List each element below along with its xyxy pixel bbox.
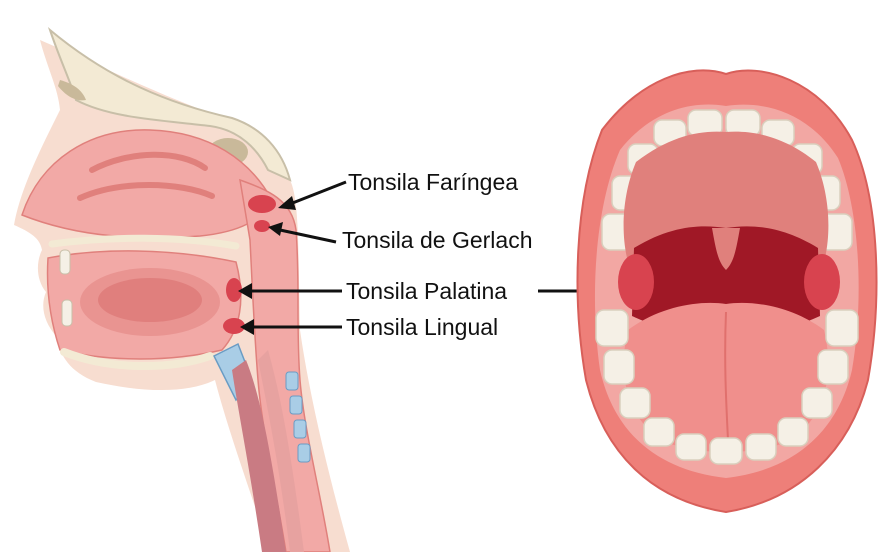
lower-incisor bbox=[62, 300, 72, 326]
label-gerlach-group: Tonsila de Gerlach bbox=[268, 222, 533, 253]
pharyngeal-tonsil bbox=[248, 195, 276, 213]
arrow-faringea-line bbox=[290, 182, 346, 204]
open-mouth-illustration bbox=[578, 70, 877, 512]
palatine-tonsil-left bbox=[618, 254, 654, 310]
palatine-tonsil-right bbox=[804, 254, 840, 310]
label-tonsila-lingual: Tonsila Lingual bbox=[346, 314, 498, 340]
upper-incisor bbox=[60, 250, 70, 274]
palatine-tonsil-side bbox=[226, 278, 242, 302]
lingual-tonsil-side bbox=[223, 318, 245, 334]
tongue-muscle bbox=[98, 278, 202, 322]
tubal-tonsil bbox=[254, 220, 270, 232]
label-tonsila-gerlach: Tonsila de Gerlach bbox=[342, 227, 533, 253]
label-tonsila-palatina: Tonsila Palatina bbox=[346, 278, 507, 304]
label-pharyngeal-group: Tonsila Faríngea bbox=[278, 169, 518, 210]
label-tonsila-faringea: Tonsila Faríngea bbox=[348, 169, 518, 195]
